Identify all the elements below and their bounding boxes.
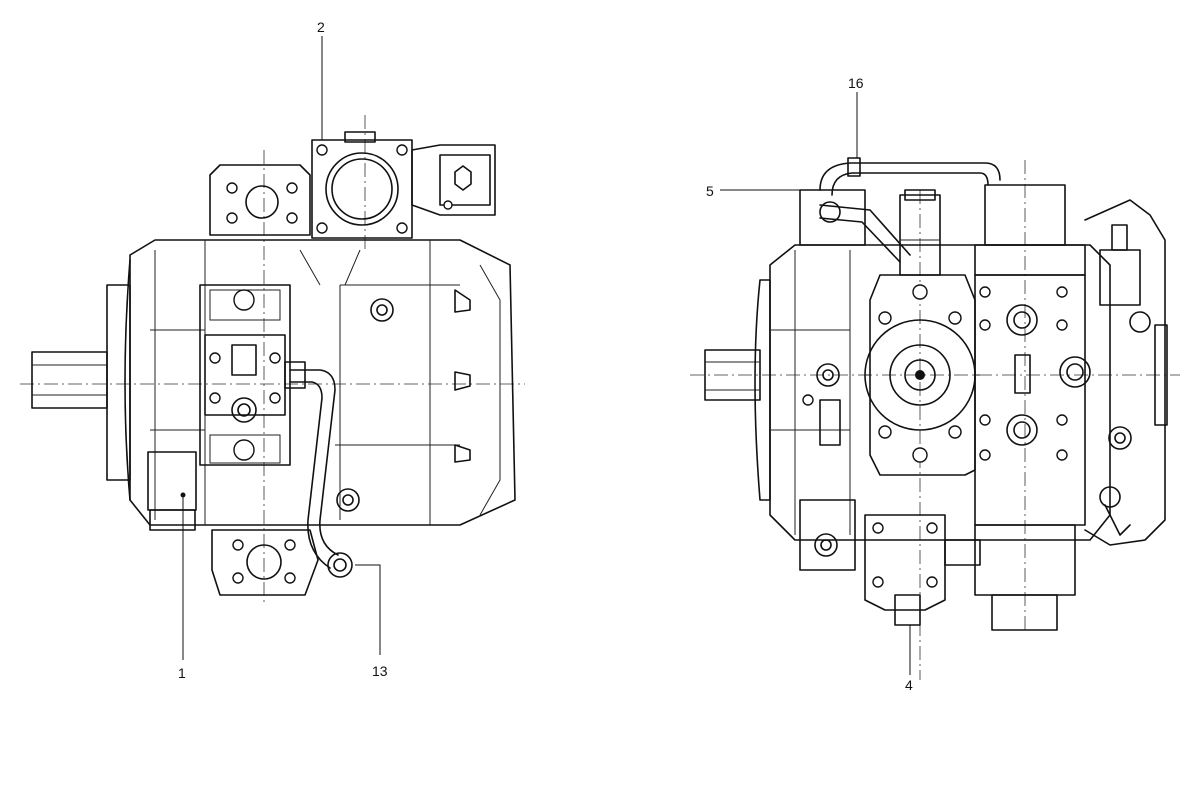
left-top-flange (209, 164, 311, 236)
right-control-valve (864, 274, 980, 476)
callout-5: 5 (706, 183, 714, 199)
callout-4: 4 (905, 677, 913, 693)
left-solenoid-block (411, 144, 496, 216)
callout-1: 1 (178, 665, 186, 681)
right-drive-shaft (704, 349, 761, 401)
callout-16: 16 (848, 75, 864, 91)
right-side-valve (1084, 199, 1168, 546)
left-top-port-block (311, 131, 413, 239)
right-top-pipe (819, 157, 1001, 263)
right-pump-view (690, 92, 1180, 680)
left-valve-block (199, 284, 291, 466)
right-lower-valve (799, 499, 981, 626)
right-top-valve (799, 189, 941, 276)
left-front-flange (106, 259, 131, 501)
callout-2: 2 (317, 19, 325, 35)
left-pump-view (20, 36, 525, 660)
left-foot-block (147, 451, 197, 531)
callout-13: 13 (372, 663, 388, 679)
left-drain-pipe (284, 361, 353, 578)
left-drive-shaft (31, 351, 108, 409)
right-solenoid-block (974, 184, 1091, 526)
right-bottom-solenoid (974, 524, 1076, 631)
left-bottom-flange (211, 529, 319, 596)
left-main-housing (129, 239, 516, 526)
